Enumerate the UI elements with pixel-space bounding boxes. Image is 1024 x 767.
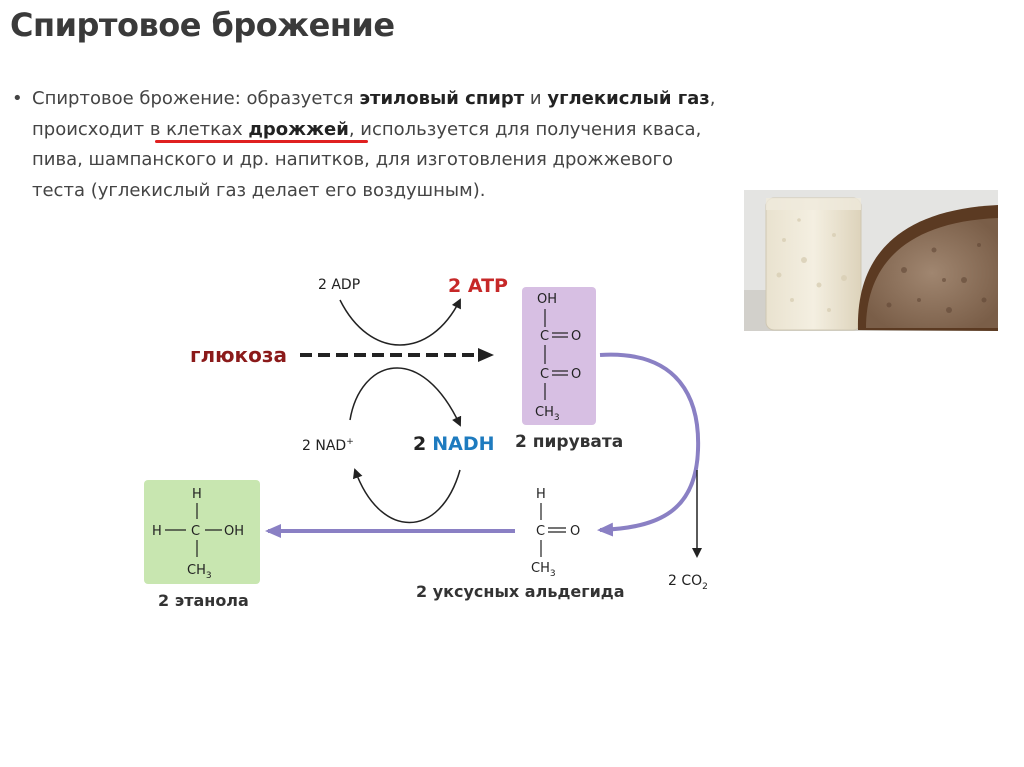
svg-text:OH: OH	[224, 524, 244, 539]
svg-text:H: H	[152, 524, 162, 539]
glucose-label: глюкоза	[190, 343, 287, 367]
adp-label: 2 ADP	[318, 277, 360, 293]
svg-text:C: C	[191, 524, 200, 539]
pyruvate-box	[522, 287, 596, 425]
svg-text:CH3: CH3	[531, 561, 556, 579]
acetaldehyde-structure: H C O CH3	[531, 487, 580, 579]
svg-text:O: O	[571, 367, 581, 382]
svg-text:C: C	[540, 367, 549, 382]
nad-nadh-arrow	[350, 368, 460, 425]
svg-text:H: H	[192, 487, 202, 502]
acetaldehyde-label: 2 уксусных альдегида	[416, 582, 625, 601]
svg-text:H: H	[536, 487, 546, 502]
pyruvate-label: 2 пирувата	[515, 432, 623, 452]
atp-label: 2 ATP	[448, 275, 508, 297]
ethanol-label: 2 этанола	[158, 591, 249, 610]
nadh-nad-arrow	[355, 470, 460, 523]
adp-atp-arrow	[340, 300, 460, 345]
svg-text:C: C	[536, 524, 545, 539]
svg-text:OH: OH	[537, 292, 557, 307]
nad-label: 2 NAD+	[302, 437, 354, 454]
svg-text:O: O	[570, 524, 580, 539]
co2-label: 2 CO2	[668, 573, 708, 592]
glucose-arrowhead	[478, 348, 494, 362]
svg-text:O: O	[571, 329, 581, 344]
svg-text:C: C	[540, 329, 549, 344]
